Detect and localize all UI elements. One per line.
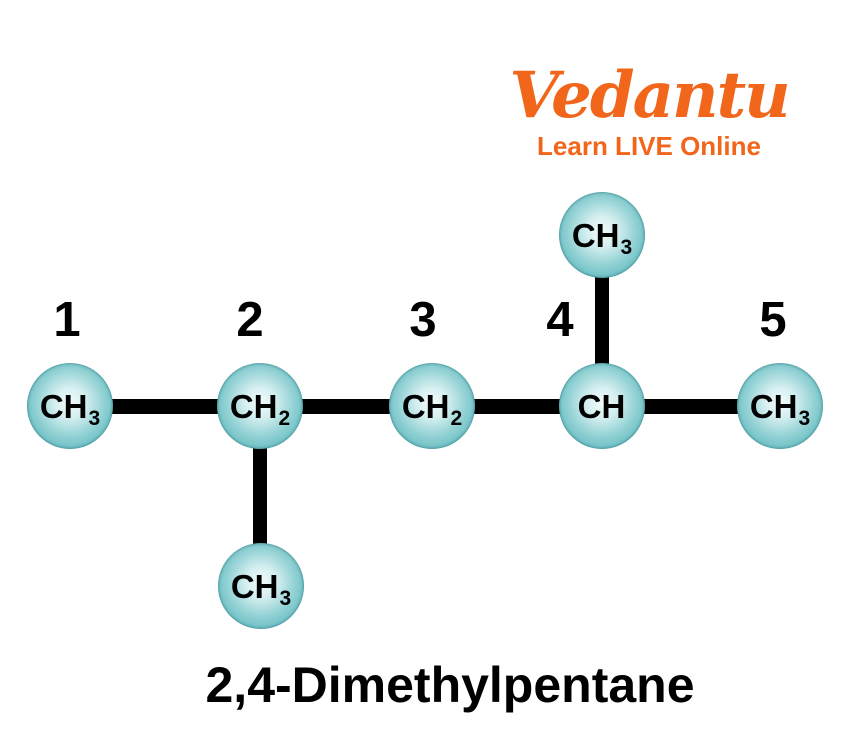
atom-subscript: 3 (88, 406, 101, 430)
atom-label: CH (571, 216, 620, 254)
vedantu-tagline: Learn LIVE Online (537, 131, 761, 162)
carbon-number-3: 3 (409, 293, 437, 347)
atom-subscript: 3 (620, 235, 633, 259)
carbon-number-2: 2 (236, 293, 264, 347)
carbon-number-4: 4 (546, 293, 574, 347)
vedantu-wordmark: Vedantu (509, 58, 790, 133)
vedantu-logo: Vedantu Learn LIVE Online (499, 62, 799, 162)
atom-subscript: 3 (279, 586, 292, 610)
atom-c4-ch: CH (559, 363, 645, 449)
atom-subscript: 2 (450, 406, 463, 430)
atom-subscript: 2 (278, 406, 291, 430)
carbon-number-1: 1 (53, 293, 81, 347)
atom-label: CH (230, 567, 279, 605)
atom-label: CH (229, 387, 278, 425)
atom-label: CH (577, 387, 626, 425)
atom-label: CH (749, 387, 798, 425)
atom-label: CH (39, 387, 88, 425)
atom-subscript: 3 (798, 406, 811, 430)
carbon-number-5: 5 (759, 293, 787, 347)
bond-c2-branch-down (253, 406, 267, 586)
molecule-title: 2,4-Dimethylpentane (205, 657, 695, 713)
atom-label: CH (401, 387, 450, 425)
